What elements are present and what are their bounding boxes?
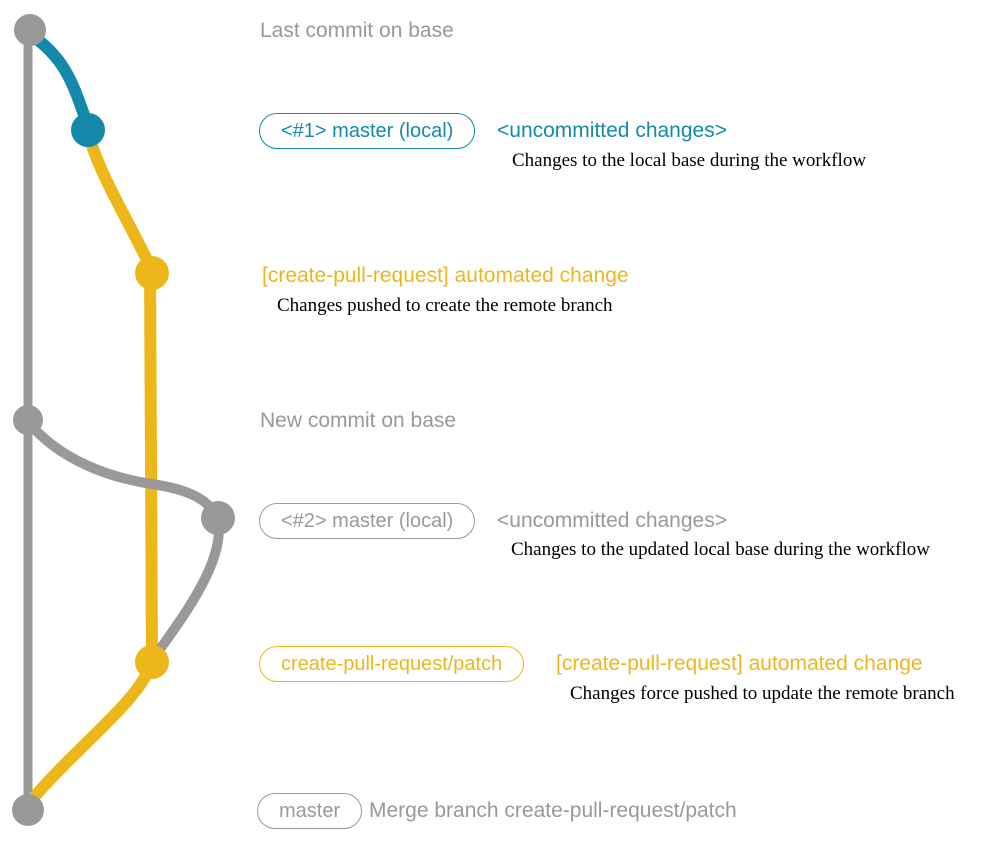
merge-branch-curve (24, 660, 156, 808)
base-update-curve (23, 417, 223, 521)
badge-master-local-1: <#1> master (local) (259, 113, 476, 149)
heading-merge-branch: Merge branch create-pull-request/patch (369, 799, 737, 822)
uncommitted-branch-curve (24, 28, 94, 132)
heading-uncommitted-changes-1: <uncommitted changes> (497, 119, 727, 142)
commit-dot-automated-2 (135, 645, 169, 679)
description-automated-change-1: Changes pushed to create the remote bran… (277, 295, 613, 316)
heading-uncommitted-changes-2: <uncommitted changes> (497, 509, 727, 532)
rebase-curve (150, 515, 224, 661)
commit-dot-uncommitted-1 (71, 113, 105, 147)
commit-dot-uncommitted-2 (201, 501, 235, 535)
label-new-commit-on-base: New commit on base (260, 409, 457, 432)
description-uncommitted-changes-2: Changes to the updated local base during… (511, 539, 930, 560)
heading-automated-change-1: [create-pull-request] automated change (262, 264, 629, 287)
description-uncommitted-changes-1: Changes to the local base during the wor… (512, 150, 867, 171)
badge-master: master (257, 793, 363, 829)
commit-dot-new-base (13, 405, 43, 435)
commit-dot-merge (12, 794, 44, 826)
badge-master-local-2: <#2> master (local) (259, 503, 476, 539)
patch-branch-line (82, 126, 158, 668)
commit-dot-automated-1 (135, 256, 169, 290)
heading-automated-change-2: [create-pull-request] automated change (556, 652, 923, 675)
commit-dot-last-base (14, 14, 46, 46)
commit-graph (12, 14, 235, 826)
label-last-commit-on-base: Last commit on base (260, 19, 454, 42)
description-automated-change-2: Changes force pushed to update the remot… (570, 683, 955, 704)
badge-create-pull-request-patch: create-pull-request/patch (259, 646, 525, 682)
